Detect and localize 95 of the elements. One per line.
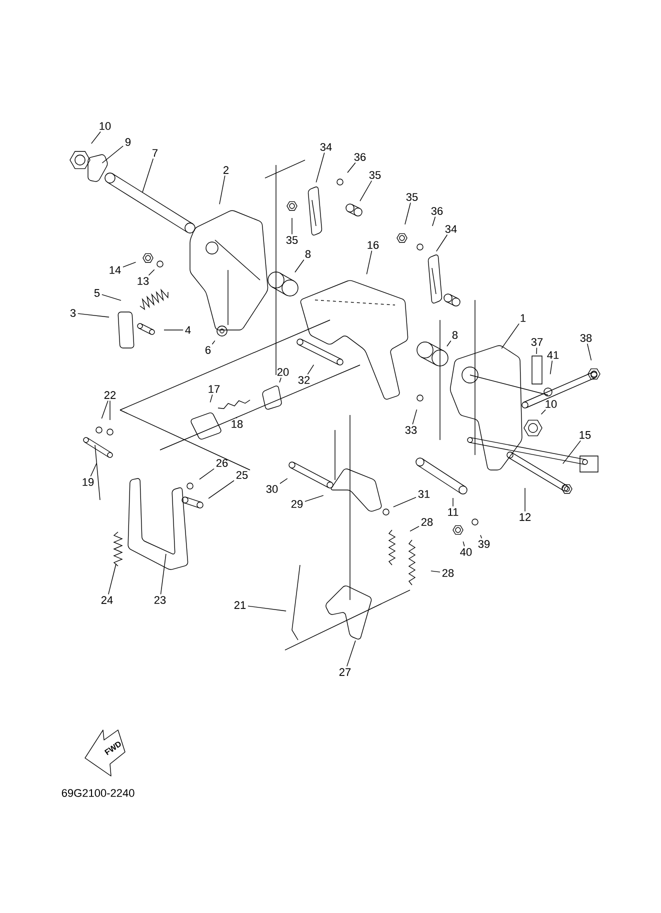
callout-number: 34	[445, 225, 457, 233]
leader-line	[208, 480, 234, 499]
callout-number: 8	[452, 331, 458, 339]
callout-number: 4	[185, 326, 191, 334]
leader-line	[101, 400, 108, 419]
callout-number: 35	[406, 193, 418, 201]
callout-number: 3	[70, 309, 76, 317]
callout-number: 8	[305, 250, 311, 258]
callout-number: 17	[208, 385, 220, 393]
leader-line	[446, 340, 452, 347]
leader-line	[480, 534, 482, 539]
callout-number: 33	[405, 426, 417, 434]
callout-number: 16	[368, 241, 379, 249]
leader-line	[91, 131, 101, 144]
leader-line	[452, 498, 454, 507]
callout-number: 26	[216, 459, 228, 467]
callout-number: 27	[339, 668, 351, 676]
callout-number: 13	[138, 277, 149, 285]
leader-line	[102, 146, 124, 164]
leader-line	[219, 175, 226, 204]
callout-number: 35	[369, 171, 381, 179]
leader-line	[280, 478, 288, 484]
callout-number: 36	[431, 207, 443, 215]
leader-line	[279, 377, 282, 383]
callout-number: 12	[520, 513, 531, 521]
leader-line	[404, 202, 411, 225]
leader-line	[307, 364, 314, 375]
callout-number: 38	[580, 334, 592, 342]
callout-number: 14	[110, 266, 121, 274]
leader-line	[142, 158, 154, 193]
leader-line	[412, 409, 418, 425]
callout-number: 9	[125, 138, 131, 146]
callout-number: 5	[94, 289, 100, 297]
leader-line	[316, 152, 325, 183]
callout-number: 35	[286, 236, 298, 244]
part-code: 69G2100-2240	[62, 789, 134, 797]
leader-line	[304, 495, 324, 502]
leader-line	[550, 360, 553, 375]
callout-number: 20	[277, 368, 289, 376]
leader-line	[393, 497, 416, 508]
callout-number: 19	[82, 478, 94, 486]
leader-line	[524, 488, 526, 512]
callout-number: 32	[298, 376, 310, 384]
callout-number: 28	[442, 569, 454, 577]
callout-number: 11	[448, 508, 458, 516]
leader-line	[536, 347, 538, 354]
leader-line	[410, 526, 420, 532]
leader-line	[587, 343, 592, 361]
callout-number: 21	[234, 601, 246, 609]
callout-number: 15	[580, 431, 591, 439]
leader-line	[78, 313, 110, 318]
callout-number: 10	[100, 122, 111, 130]
leader-line	[462, 541, 465, 547]
leader-line	[248, 606, 286, 612]
leader-line	[212, 340, 216, 345]
leader-line	[562, 440, 581, 464]
leader-line	[540, 409, 546, 415]
leader-line	[122, 262, 136, 268]
leader-line	[501, 323, 520, 349]
leader-line	[199, 468, 214, 480]
callout-number: 22	[104, 391, 116, 399]
leader-line	[432, 216, 436, 226]
leader-line	[430, 570, 440, 572]
callout-number: 25	[236, 471, 248, 479]
leader-line	[366, 250, 372, 275]
leader-line	[148, 269, 155, 276]
leader-line	[160, 554, 166, 595]
callout-number: 24	[101, 596, 113, 604]
callout-number: 31	[418, 490, 430, 498]
callout-number: 7	[152, 149, 158, 157]
leader-line	[210, 394, 213, 403]
callout-number: 40	[460, 548, 472, 556]
callout-number: 34	[320, 143, 332, 151]
callout-number: 6	[206, 346, 211, 354]
callout-number: 2	[224, 166, 228, 174]
leader-line	[90, 462, 97, 477]
direction-label: FWD	[104, 742, 121, 756]
callout-number: 30	[266, 485, 278, 493]
leader-line	[346, 640, 356, 667]
leader-line	[294, 259, 304, 273]
callout-number: 10	[546, 400, 557, 408]
callout-number: 39	[478, 540, 490, 548]
leader-line	[347, 162, 356, 173]
callout-number: 36	[354, 153, 366, 161]
callout-number: 1	[520, 314, 526, 322]
callout-number: 23	[154, 596, 166, 604]
leader-line	[108, 563, 116, 595]
callout-number: 29	[291, 500, 303, 508]
callout-number: 37	[531, 338, 543, 346]
callout-number: 41	[547, 351, 559, 359]
callout-number: 18	[232, 420, 243, 428]
leader-line	[102, 294, 122, 301]
leader-line	[360, 180, 372, 202]
leader-line	[436, 234, 448, 252]
callout-number: 28	[421, 518, 433, 526]
